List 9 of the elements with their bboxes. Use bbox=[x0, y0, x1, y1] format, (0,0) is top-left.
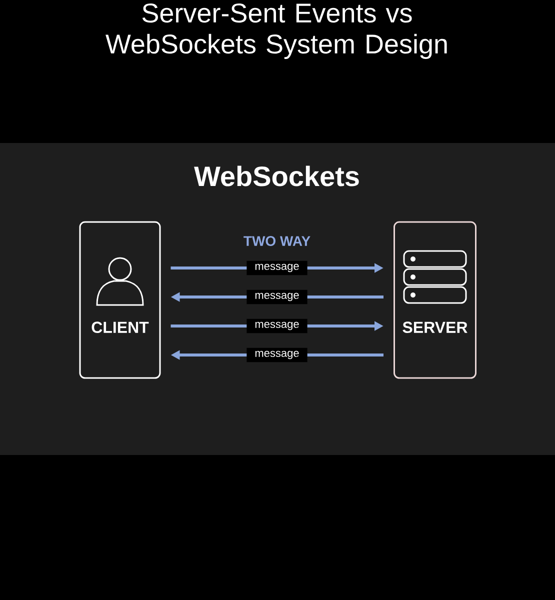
heading: WebSockets bbox=[194, 166, 359, 186]
direction-label: TWO WAY bbox=[244, 236, 310, 246]
server-box: SERVER bbox=[394, 221, 476, 379]
title: Server-Sent Events vs WebSockets System Design bbox=[106, 4, 447, 59]
edge-label: message bbox=[246, 348, 308, 362]
edge-label: message bbox=[246, 318, 308, 334]
client-box: CLIENT bbox=[79, 221, 161, 379]
edge-label: message bbox=[246, 290, 308, 304]
edge-label: message bbox=[246, 260, 308, 276]
